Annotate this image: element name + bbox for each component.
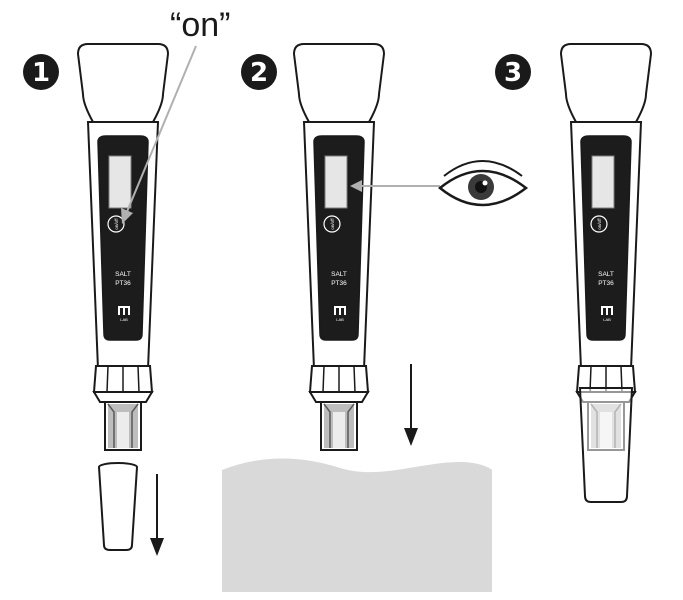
meter-3-power-label: on/off [597, 218, 602, 230]
meter-2-brand-sub: LAB [336, 317, 344, 322]
step-3-badge: 3 [495, 54, 531, 90]
step-1-number: 1 [32, 58, 50, 88]
meter-1-power-label: on/off [114, 218, 119, 230]
step-2-group: 2 SALT PT36 on/off LAB [222, 43, 529, 592]
replaced-cap [578, 387, 634, 503]
on-callout-label: “on” [170, 6, 230, 44]
down-arrow-icon [404, 364, 418, 446]
meter-1: SALT PT36 on/off LAB [77, 43, 169, 451]
meter-1-model-line1: SALT [115, 271, 131, 278]
meter-3-model-line2: PT36 [598, 280, 614, 287]
meter-2: SALT PT36 on/off LAB [293, 43, 385, 451]
meter-3: SALT PT36 on/off LAB [560, 43, 652, 503]
down-arrow-icon [150, 474, 164, 556]
on-callout-pointer [121, 45, 197, 224]
eye-icon [438, 160, 529, 207]
meter-1-model-line2: PT36 [115, 280, 131, 287]
meter-3-brand-sub: LAB [603, 317, 611, 322]
meter-2-model-line2: PT36 [331, 280, 347, 287]
step-1-badge: 1 [23, 54, 59, 90]
step-2-badge: 2 [241, 54, 277, 90]
step-3-group: 3 SALT PT36 on/off LAB [495, 43, 652, 503]
reading-pointer [350, 180, 440, 192]
water-sample [222, 458, 492, 592]
meter-3-model-line1: SALT [598, 271, 614, 278]
step-3-number: 3 [504, 58, 522, 88]
step-1-group: 1 SALT PT36 on/off LAB “on” [23, 6, 230, 556]
meter-2-model-line1: SALT [331, 271, 347, 278]
step-2-number: 2 [250, 58, 268, 88]
meter-2-power-label: on/off [330, 218, 335, 230]
removed-cap [98, 462, 138, 551]
meter-1-brand-sub: LAB [120, 317, 128, 322]
